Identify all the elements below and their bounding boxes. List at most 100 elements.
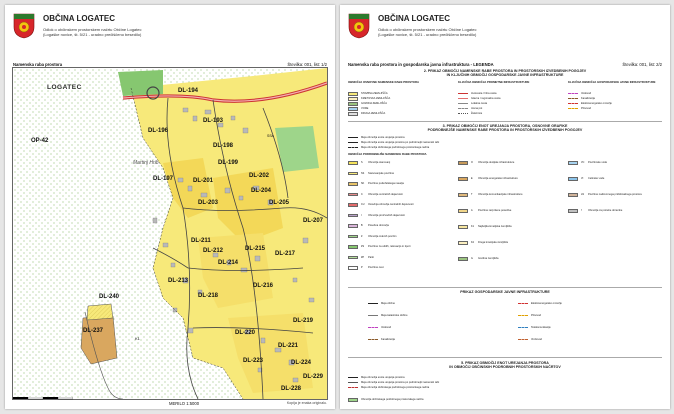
map-label-dl196: DL-196 bbox=[148, 128, 169, 134]
legend-label: Površine cest bbox=[368, 266, 384, 270]
legend-code: VI bbox=[581, 177, 584, 181]
legend-line-symbol bbox=[518, 327, 528, 329]
legend-swatch bbox=[348, 171, 358, 175]
legend-row: Elektroenergetsko omrežje bbox=[568, 101, 612, 107]
legend-row: Plinovod bbox=[568, 106, 591, 112]
legend-col-head-infrastructure: KLJUČNA OBMOČJA GOSPODARSKE JAVNE INFRAS… bbox=[568, 80, 656, 84]
municipality-name: OBČINA LOGATEC bbox=[378, 14, 450, 23]
legend-row-infrastructure: Vodovod bbox=[368, 325, 391, 331]
legend-section-title: 5. PRIKAZ OBMOČIJ ENOT UREJANJA PROSTORA bbox=[461, 361, 549, 365]
building-footprints bbox=[152, 107, 315, 383]
legend-label: Območja stanovanj bbox=[368, 161, 391, 165]
plot-dl-240 bbox=[86, 303, 114, 321]
map-label-dl201: DL-201 bbox=[193, 178, 214, 184]
local-roads bbox=[152, 97, 327, 399]
legend-label: Površine nadzemnega pridobivalnega prost… bbox=[588, 193, 642, 197]
legend-label: GOZDNA ZEMLJIŠČA bbox=[361, 102, 387, 106]
land-use-map[interactable]: LOGATEC OP-42 DL-194 DL-193 DL-196 DL-19… bbox=[12, 67, 328, 400]
legend-line-symbol bbox=[368, 327, 378, 329]
legend-row: Vodovod bbox=[568, 91, 591, 97]
legend-section-subtitle: PODROBNEJŠE NAMENSKE RABE PROSTORA IN PR… bbox=[427, 128, 583, 132]
legend-row: Meja območja občinskega podrobnega prost… bbox=[348, 145, 429, 151]
municipal-crest-icon bbox=[13, 13, 35, 39]
legend-label: Osrednja območja centralnih dejavnosti bbox=[368, 203, 414, 207]
legend-swatch bbox=[348, 224, 358, 228]
legend-row-infrastructure: Kanalizacija bbox=[368, 337, 395, 343]
legend-code: K1 bbox=[471, 225, 474, 229]
map-label-dl216: DL-216 bbox=[253, 283, 274, 289]
map-label-dl229: DL-229 bbox=[303, 374, 324, 380]
legend-row-detail: P Površine cest bbox=[348, 265, 384, 271]
legend-code: A bbox=[471, 209, 473, 213]
legend-label: Površine razpršene poselitve bbox=[478, 209, 512, 213]
legend-code: P bbox=[361, 266, 363, 270]
roundabout bbox=[146, 86, 160, 100]
legend-row: Območja občinskega podrobnega prostorske… bbox=[348, 397, 423, 403]
legend-code: VC bbox=[581, 161, 585, 165]
legend-section-subtitle: IN KLJUČNIH OBMOČIJ GOSPODARSKE JAVNE IN… bbox=[446, 73, 564, 77]
legend-line-symbol bbox=[518, 303, 528, 305]
legend-section-title: PRIKAZ GOSPODARSKE JAVNE INFRASTRUKTURE bbox=[460, 290, 550, 294]
legend-swatch bbox=[348, 192, 358, 196]
legend-row-infrastructure: Meja občine bbox=[368, 301, 395, 307]
legend-swatch bbox=[458, 193, 468, 197]
legend-code: E bbox=[471, 177, 473, 181]
legend-row: Lokalna cesta bbox=[458, 101, 487, 107]
legend-row-land-use: DRUGA ZEMLJIŠČA bbox=[348, 111, 385, 117]
map-label-dl224: DL-224 bbox=[291, 360, 312, 366]
scale-bar bbox=[13, 397, 73, 400]
legend-col-head-land-use: OBMOČJA OSNOVNE NAMENSKE RABE PROSTORA bbox=[348, 80, 420, 84]
legend-code: I bbox=[361, 213, 362, 217]
legend-row-detail: A Površine razpršene poselitve bbox=[458, 208, 511, 214]
legend-line-symbol bbox=[368, 315, 378, 317]
legend-label: Parki bbox=[368, 255, 374, 259]
legend-label: DRUGA ZEMLJIŠČA bbox=[361, 112, 386, 116]
map-label-dl197: DL-197 bbox=[153, 176, 174, 182]
map-label-dl217: DL-217 bbox=[275, 251, 296, 257]
map-label-dl198: DL-198 bbox=[213, 143, 234, 149]
legend-row: Meja območja enote urejanja prostora po … bbox=[348, 140, 439, 146]
legend-row: Meja območja enote urejanja prostora bbox=[348, 375, 405, 381]
legend-line-symbol bbox=[368, 339, 378, 341]
legend-swatch bbox=[348, 97, 358, 101]
legend-row-infrastructure: Meja katastrske občine bbox=[368, 313, 408, 319]
legend-label: Površine podeželskega naselja bbox=[368, 182, 404, 186]
legend-code: B bbox=[361, 224, 363, 228]
map-label-dl204: DL-204 bbox=[251, 188, 272, 194]
legend-row: Avtocesta / hitra cesta bbox=[458, 91, 496, 97]
legend-section-title: 3. PRIKAZ OBMOČIJ ENOT UREJANJA PROSTORA… bbox=[442, 124, 568, 128]
legend-row: Javna pot bbox=[458, 106, 482, 112]
map-canvas bbox=[13, 68, 327, 399]
legend-label: Območja za potrebe obrambe bbox=[588, 209, 623, 213]
map-title: Namenska raba prostora bbox=[13, 62, 63, 67]
legend-sheet: OBČINA LOGATEC Odlok o občinskem prostor… bbox=[340, 5, 670, 409]
legend-swatch bbox=[348, 213, 358, 217]
legend-row-land-use: STAVBNA ZEMLJIŠČA bbox=[348, 91, 388, 97]
park-zone bbox=[118, 70, 163, 96]
legend-code: ZS bbox=[361, 245, 365, 249]
legend-swatch bbox=[568, 177, 578, 181]
legend-row-land-use: KMETIJSKA ZEMLJIŠČA bbox=[348, 96, 390, 102]
legend: 2. PRIKAZ OBMOČIJ NAMENSKE RABE PROSTORA… bbox=[348, 67, 662, 407]
legend-row-infrastructure: Telekomunikacije bbox=[518, 325, 551, 331]
sheet-number: Številka: 001, list: 1/2 bbox=[287, 62, 327, 67]
map-scale-label: MERILO 1:5000 bbox=[169, 401, 200, 406]
map-label-dl205: DL-205 bbox=[269, 200, 290, 206]
legend-code: T bbox=[471, 193, 473, 197]
legend-swatch bbox=[348, 245, 358, 249]
legend-row-land-use: GOZDNA ZEMLJIŠČA bbox=[348, 101, 387, 107]
map-label-dl203: DL-203 bbox=[198, 200, 219, 206]
legend-label: Površinske vode bbox=[588, 161, 608, 165]
legend-code: CU bbox=[361, 203, 365, 207]
legend-swatch bbox=[458, 177, 468, 181]
map-label-ssa: SSa bbox=[267, 134, 274, 138]
